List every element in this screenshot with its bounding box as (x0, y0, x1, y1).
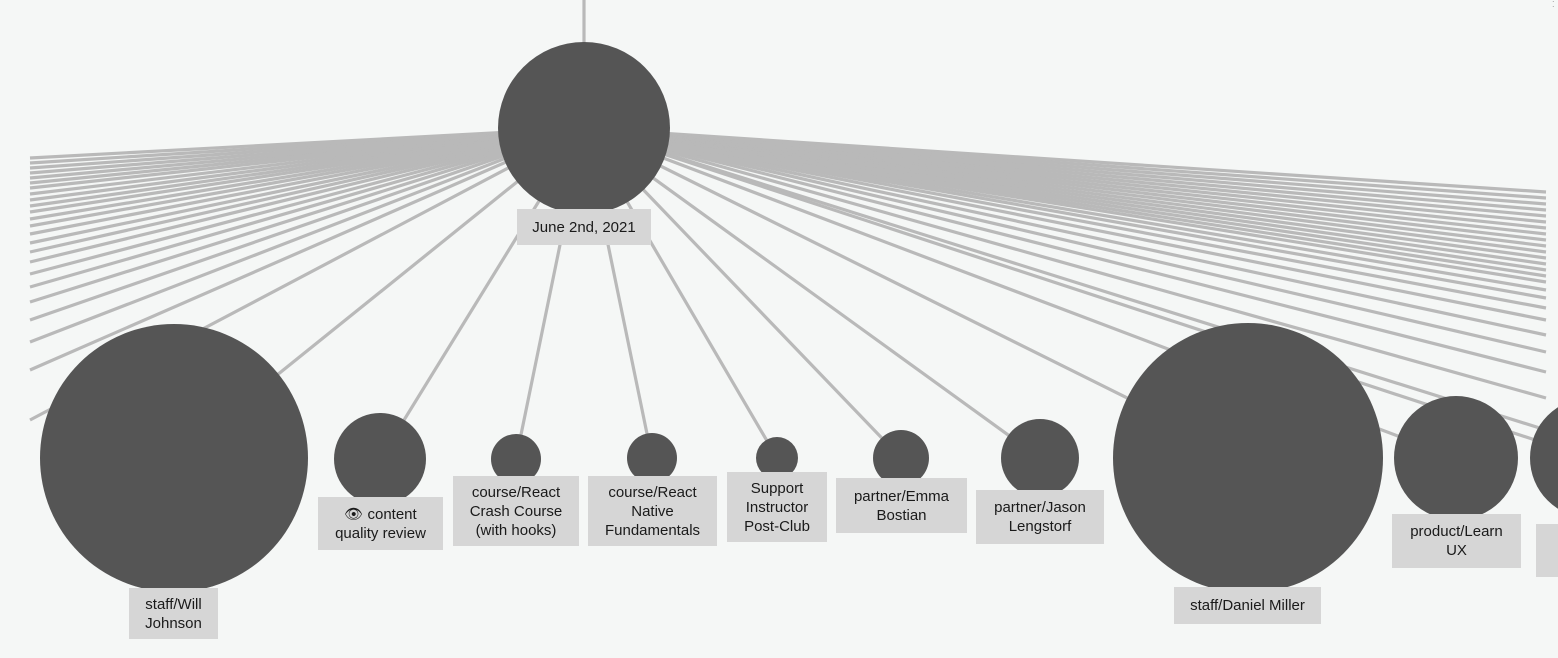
node-learn-ux[interactable] (1394, 396, 1518, 520)
nodes-layer (40, 42, 1558, 593)
edge-offscreen-right (583, 126, 1547, 310)
edge-offscreen-left (29, 126, 585, 372)
corner-marker-icon: ⁚ (1552, 0, 1555, 9)
edge-offscreen-right (583, 126, 1547, 300)
edge-offscreen-right (583, 126, 1547, 432)
node-label-will[interactable]: staff/Will Johnson (129, 588, 218, 639)
root-node-label[interactable]: June 2nd, 2021 (517, 209, 651, 245)
edge-offscreen-left (29, 126, 585, 264)
root-node[interactable] (498, 42, 670, 214)
node-label-content-quality-review[interactable]: 👁 content quality review (318, 497, 443, 550)
node-label-daniel-miller[interactable]: staff/Daniel Miller (1174, 587, 1321, 624)
edge-offscreen-left (29, 126, 585, 254)
edge-offscreen-right (583, 126, 1547, 400)
edge-offscreen-right (583, 126, 1547, 354)
edge-offscreen-left (29, 126, 585, 289)
node-react-crash-course[interactable] (491, 434, 541, 484)
edge-node-cutoff (583, 126, 1558, 450)
node-label-support-instructor[interactable]: Support Instructor Post-Club (727, 472, 827, 542)
node-label-react-native-fundamentals[interactable]: course/React Native Fundamentals (588, 476, 717, 546)
node-label-emma-bostian[interactable]: partner/Emma Bostian (836, 478, 967, 533)
node-label-cutoff[interactable] (1536, 524, 1558, 577)
node-label-learn-ux[interactable]: product/Learn UX (1392, 514, 1521, 568)
edge-offscreen-left (29, 126, 585, 304)
node-jason-lengstorf[interactable] (1001, 419, 1079, 497)
edges-layer (29, 126, 1558, 460)
node-label-react-crash-course[interactable]: course/React Crash Course (with hooks) (453, 476, 579, 546)
edge-offscreen-right (583, 126, 1547, 374)
node-will[interactable] (40, 324, 308, 592)
edge-offscreen-right (583, 126, 1547, 337)
edge-offscreen-left (29, 126, 585, 276)
node-support-instructor[interactable] (756, 437, 798, 479)
edge-offscreen-right (583, 126, 1547, 322)
node-label-jason-lengstorf[interactable]: partner/Jason Lengstorf (976, 490, 1104, 544)
node-react-native-fundamentals[interactable] (627, 433, 677, 483)
node-emma-bostian[interactable] (873, 430, 929, 486)
node-daniel-miller[interactable] (1113, 323, 1383, 593)
edge-offscreen-left (29, 126, 585, 322)
edge-offscreen-left (29, 126, 585, 344)
edge-node-jason-lengstorf (583, 126, 1041, 460)
node-cutoff[interactable] (1530, 398, 1558, 518)
node-content-quality-review[interactable] (334, 413, 426, 505)
